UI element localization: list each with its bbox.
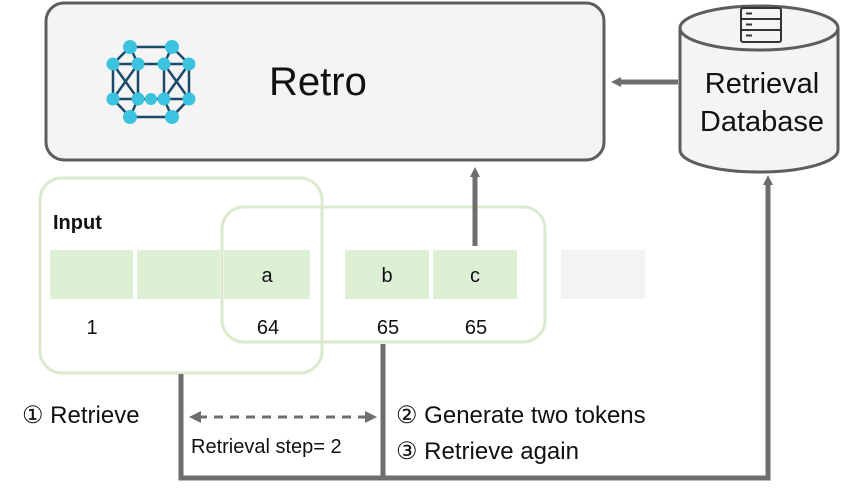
position-label: 64 <box>256 317 280 339</box>
retrieval-flow-line <box>178 175 773 481</box>
token-cell <box>224 250 310 299</box>
server-icon <box>740 7 782 43</box>
input-title: Input <box>53 212 102 234</box>
step-retrieve-again-label: ③ Retrieve again <box>396 438 579 465</box>
token-cell <box>345 250 429 299</box>
database-label-line2: Database <box>699 106 825 138</box>
position-label: 1 <box>86 317 98 339</box>
token-cell <box>137 250 220 299</box>
token-label: a <box>261 265 273 287</box>
position-label: 65 <box>464 317 488 339</box>
retro-title: Retro <box>269 60 367 104</box>
retrieval-step-arrow <box>189 411 377 423</box>
token-cell <box>433 250 517 299</box>
retro-model-box <box>44 1 606 162</box>
first-chunk-window <box>38 176 324 375</box>
token-label: c <box>470 265 480 287</box>
retro-network-icon <box>106 40 196 124</box>
database-label-line1: Retrieval <box>704 68 820 100</box>
retrieval-database-cylinder <box>678 4 840 174</box>
token-cell <box>50 250 133 299</box>
token-label: b <box>381 265 393 287</box>
position-label: 65 <box>376 317 400 339</box>
second-chunk-window <box>220 205 547 344</box>
step-retrieve-label: ① Retrieve <box>22 402 140 429</box>
step-generate-label: ② Generate two tokens <box>396 402 646 429</box>
retrieval-step-label: Retrieval step= 2 <box>191 436 342 458</box>
token-cell-empty <box>561 250 645 299</box>
